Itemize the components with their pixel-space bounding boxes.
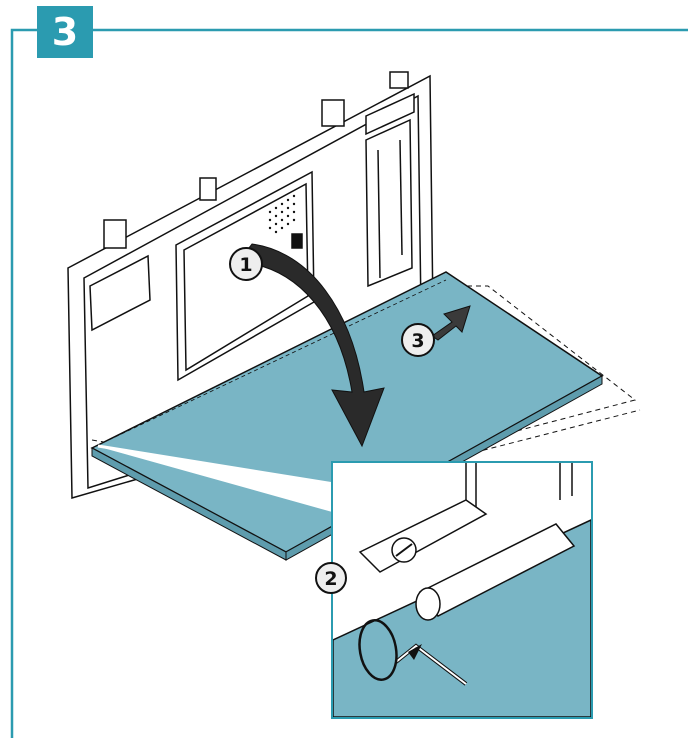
step-border: [10, 28, 688, 738]
push-back-arrow: [431, 305, 471, 341]
detail-inset: [331, 461, 593, 719]
callout-1-label: 1: [239, 254, 252, 276]
callout-3-label: 3: [411, 330, 424, 352]
callout-3: 3: [401, 323, 435, 357]
callout-2: 2: [315, 562, 347, 594]
fold-down-arrow: [237, 243, 385, 448]
callout-1: 1: [229, 247, 263, 281]
step-number-badge: 3: [37, 6, 93, 58]
callout-2-label: 2: [324, 568, 337, 590]
vent-grille: [268, 194, 296, 234]
